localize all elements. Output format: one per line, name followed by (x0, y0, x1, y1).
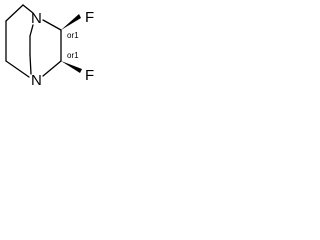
bond-c-mid-lower-n2 (29, 54, 32, 75)
wedge-bond-c3-f (61, 61, 82, 73)
nitrogen-atom-bottom: N (31, 72, 42, 89)
molecule-drawing: N N F F or1 or1 (5, 4, 94, 89)
structure-canvas: N N F F or1 or1 (0, 0, 116, 98)
fluorine-atom-bottom: F (85, 67, 94, 84)
stereo-label-c3: or1 (67, 51, 79, 60)
nitrogen-atom-top: N (31, 10, 42, 27)
bond-n1-c-mid-upper (29, 24, 34, 37)
bond-c-left-lower-n2 (5, 60, 30, 78)
bond-n1-c-top-left (22, 4, 34, 14)
bond-c-top-left-c-left-upper (5, 4, 24, 22)
fluorine-atom-top: F (85, 9, 94, 26)
stereo-label-c2: or1 (67, 31, 79, 40)
bond-c3-n2 (42, 60, 62, 77)
wedge-bond-c2-f (61, 14, 81, 30)
bond-n1-c2 (42, 19, 62, 31)
